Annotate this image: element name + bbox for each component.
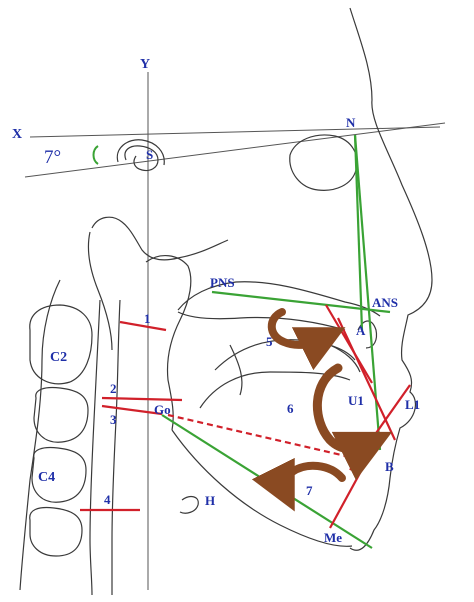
landmark-ans: ANS xyxy=(372,295,399,310)
red-measurement-lines xyxy=(80,304,411,529)
x-axis-label: X xyxy=(12,127,23,142)
measure-3-label: 3 xyxy=(110,412,117,427)
measure-1-label: 1 xyxy=(144,311,151,326)
n-a-line xyxy=(353,134,364,331)
landmark-h: H xyxy=(205,493,216,508)
arrow-6 xyxy=(313,363,393,481)
measure-2-line xyxy=(101,396,183,402)
measure-4-label: 4 xyxy=(104,492,111,507)
landmark-b: B xyxy=(385,459,394,474)
landmark-n: N xyxy=(346,115,356,130)
measure-2-label: 2 xyxy=(110,381,117,396)
rotation-arrows xyxy=(251,308,393,512)
landmark-a: A xyxy=(356,323,366,338)
landmark-go: Go xyxy=(154,402,171,417)
measure-7-label: 7 xyxy=(306,483,313,498)
landmark-pns: PNS xyxy=(210,275,235,290)
y-axis-label: Y xyxy=(140,57,151,72)
landmark-me: Me xyxy=(324,530,343,545)
palatal-plane xyxy=(211,290,391,314)
arrow-5 xyxy=(267,308,346,371)
landmark-s: S xyxy=(146,147,154,162)
measure-1-line xyxy=(119,320,167,332)
measure-6-label: 6 xyxy=(287,401,294,416)
measure-3-line xyxy=(101,404,163,416)
arrow-7 xyxy=(251,457,346,512)
angle-value: 7° xyxy=(44,147,62,168)
measure-5-label: 5 xyxy=(266,334,273,349)
sn-line xyxy=(24,122,446,178)
landmark-l1: L1 xyxy=(405,397,421,412)
x-axis-line xyxy=(29,126,441,138)
vertebra-c2-label: C2 xyxy=(50,350,68,365)
landmark-u1: U1 xyxy=(348,393,364,408)
angle-arc xyxy=(92,145,99,165)
vertebra-c4-label: C4 xyxy=(38,470,56,485)
skull-outline xyxy=(19,7,433,596)
